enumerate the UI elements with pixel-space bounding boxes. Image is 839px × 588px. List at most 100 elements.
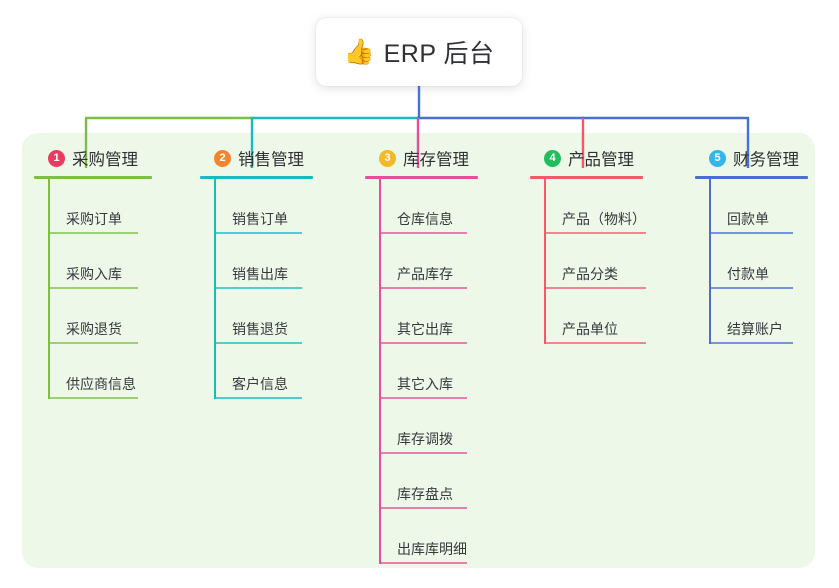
leaf-item-label: 产品库存 (397, 266, 453, 282)
leaf-item-label: 产品分类 (562, 266, 618, 282)
leaf-item-rule (544, 342, 646, 344)
leaf-item-rule (48, 397, 138, 399)
leaf-item-rule (214, 287, 302, 289)
leaf-item-rule (379, 342, 467, 344)
column-items: 产品（物料） 产品分类产品单位 (530, 179, 646, 344)
column-2: 2 销售管理销售订单销售出库销售退货客户信息 (200, 146, 313, 399)
leaf-item[interactable]: 付款单 (709, 234, 808, 289)
leaf-item-label: 销售退货 (232, 321, 288, 337)
leaf-item-rule (379, 287, 467, 289)
leaf-item-rule (48, 342, 138, 344)
column-header-rule (34, 176, 152, 179)
column-spine (214, 179, 216, 399)
leaf-item[interactable]: 库存盘点 (379, 454, 478, 509)
column-items: 仓库信息产品库存其它出库其它入库库存调拨库存盘点出库库明细 (365, 179, 478, 564)
leaf-item-rule (544, 287, 646, 289)
leaf-item[interactable]: 库存调拨 (379, 399, 478, 454)
leaf-item-rule (709, 287, 793, 289)
column-title: 财务管理 (733, 151, 799, 169)
leaf-item-rule (379, 232, 467, 234)
column-header-2[interactable]: 2 销售管理 (200, 146, 313, 170)
leaf-item-label: 销售出库 (232, 266, 288, 282)
column-items: 回款单付款单结算账户 (695, 179, 808, 344)
column-title: 产品管理 (568, 151, 634, 169)
leaf-item-label: 产品（物料） (562, 211, 646, 227)
column-3: 3 库存管理仓库信息产品库存其它出库其它入库库存调拨库存盘点出库库明细 (365, 146, 478, 564)
leaf-item[interactable]: 客户信息 (214, 344, 313, 399)
leaf-item[interactable]: 销售订单 (214, 179, 313, 234)
leaf-item[interactable]: 产品库存 (379, 234, 478, 289)
column-number-badge: 3 (379, 149, 396, 167)
leaf-item-rule (48, 287, 138, 289)
leaf-item-rule (379, 562, 467, 564)
column-items: 采购订单采购入库采购退货供应商信息 (34, 179, 152, 399)
column-header-3[interactable]: 3 库存管理 (365, 146, 478, 170)
column-items: 销售订单销售出库销售退货客户信息 (200, 179, 313, 399)
leaf-item[interactable]: 其它出库 (379, 289, 478, 344)
column-header-rule (365, 176, 478, 179)
leaf-item-label: 出库库明细 (397, 541, 467, 557)
leaf-item[interactable]: 产品分类 (544, 234, 646, 289)
leaf-item-label: 供应商信息 (66, 376, 136, 392)
leaf-item[interactable]: 采购退货 (48, 289, 152, 344)
leaf-item[interactable]: 回款单 (709, 179, 808, 234)
leaf-item[interactable]: 产品（物料） (544, 179, 646, 234)
column-number-badge: 4 (544, 149, 561, 167)
column-header-4[interactable]: 4 产品管理 (530, 146, 646, 170)
root-node-title: ERP 后台 (383, 40, 495, 68)
leaf-item-rule (544, 232, 646, 234)
leaf-item-rule (214, 232, 302, 234)
leaf-item-rule (48, 232, 138, 234)
column-5: 5 财务管理回款单付款单结算账户 (695, 146, 808, 344)
leaf-item[interactable]: 销售退货 (214, 289, 313, 344)
root-node-erp-backend[interactable]: 👍 ERP 后台 (316, 18, 522, 86)
modules-panel (22, 133, 815, 568)
column-number-badge: 5 (709, 149, 726, 167)
leaf-item[interactable]: 采购入库 (48, 234, 152, 289)
leaf-item-label: 仓库信息 (397, 211, 453, 227)
column-number-badge: 1 (48, 149, 65, 167)
leaf-item[interactable]: 结算账户 (709, 289, 808, 344)
column-spine (544, 179, 546, 344)
leaf-item-rule (379, 452, 467, 454)
leaf-item-rule (379, 397, 467, 399)
leaf-item-label: 产品单位 (562, 321, 618, 337)
leaf-item[interactable]: 出库库明细 (379, 509, 478, 564)
column-title: 采购管理 (72, 151, 138, 169)
column-spine (379, 179, 381, 564)
leaf-item-label: 其它入库 (397, 376, 453, 392)
leaf-item-label: 客户信息 (232, 376, 288, 392)
column-title: 销售管理 (238, 151, 304, 169)
leaf-item[interactable]: 仓库信息 (379, 179, 478, 234)
column-title: 库存管理 (403, 151, 469, 169)
leaf-item[interactable]: 采购订单 (48, 179, 152, 234)
leaf-item-rule (379, 507, 467, 509)
column-number-badge: 2 (214, 149, 231, 167)
leaf-item-rule (214, 397, 302, 399)
column-header-rule (530, 176, 643, 179)
leaf-item-label: 回款单 (727, 211, 769, 227)
leaf-item-label: 库存盘点 (397, 486, 453, 502)
leaf-item[interactable]: 其它入库 (379, 344, 478, 399)
column-header-1[interactable]: 1 采购管理 (34, 146, 152, 170)
leaf-item-rule (214, 342, 302, 344)
leaf-item[interactable]: 供应商信息 (48, 344, 152, 399)
leaf-item-rule (709, 342, 793, 344)
leaf-item[interactable]: 产品单位 (544, 289, 646, 344)
column-1: 1 采购管理采购订单采购入库采购退货供应商信息 (34, 146, 152, 399)
column-header-5[interactable]: 5 财务管理 (695, 146, 808, 170)
leaf-item-rule (709, 232, 793, 234)
column-header-rule (695, 176, 808, 179)
leaf-item-label: 采购入库 (66, 266, 122, 282)
leaf-item[interactable]: 销售出库 (214, 234, 313, 289)
column-4: 4 产品管理产品（物料） 产品分类产品单位 (530, 146, 646, 344)
leaf-item-label: 采购订单 (66, 211, 122, 227)
leaf-item-label: 库存调拨 (397, 431, 453, 447)
leaf-item-label: 结算账户 (727, 321, 783, 337)
leaf-item-label: 采购退货 (66, 321, 122, 337)
column-spine (48, 179, 50, 399)
thumbs-up-icon: 👍 (343, 37, 375, 66)
leaf-item-label: 付款单 (727, 266, 769, 282)
column-header-rule (200, 176, 313, 179)
